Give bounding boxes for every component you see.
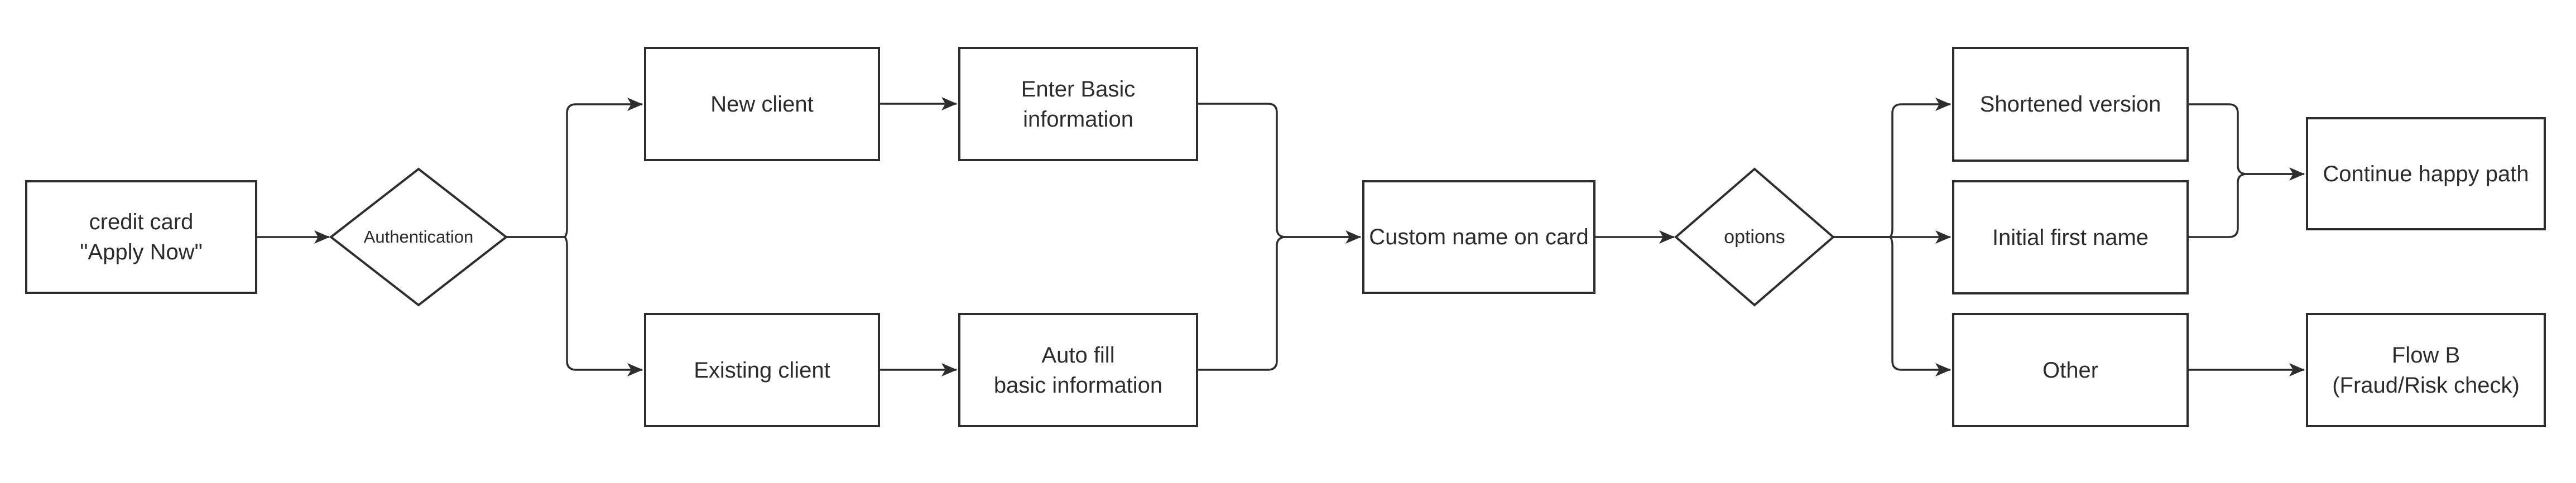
edge-options-to-shortened-version <box>1833 98 1951 238</box>
node-auto-fill-basic-information[interactable]: Auto fill basic information <box>958 313 1198 427</box>
node-shortened-version[interactable]: Shortened version <box>1952 47 2189 162</box>
node-custom-name-on-card[interactable]: Custom name on card <box>1362 180 1595 294</box>
authentication-decision-diamond[interactable] <box>329 167 508 307</box>
edge-enter-basic-to-custom-name <box>1198 103 1361 244</box>
options-decision-diamond[interactable] <box>1674 167 1835 307</box>
node-flow-b-fraud-risk-check[interactable]: Flow B (Fraud/Risk check) <box>2306 313 2546 427</box>
edge-initial-first-name-to-continue <box>2189 173 2294 238</box>
node-existing-client[interactable]: Existing client <box>644 313 880 427</box>
edge-auto-fill-to-custom-name <box>1198 236 1351 371</box>
node-other[interactable]: Other <box>1952 313 2189 427</box>
node-new-client[interactable]: New client <box>644 47 880 161</box>
edge-authentication-to-existing-client <box>506 236 643 376</box>
node-credit-card-apply-now[interactable]: credit card "Apply Now" <box>25 180 257 294</box>
node-enter-basic-information[interactable]: Enter Basic information <box>958 47 1198 161</box>
edge-authentication-to-new-client <box>506 98 643 238</box>
node-initial-first-name[interactable]: Initial first name <box>1952 180 2189 294</box>
edge-shortened-version-to-continue <box>2189 103 2305 181</box>
edge-options-to-other <box>1833 236 1951 376</box>
node-continue-happy-path[interactable]: Continue happy path <box>2306 117 2546 230</box>
